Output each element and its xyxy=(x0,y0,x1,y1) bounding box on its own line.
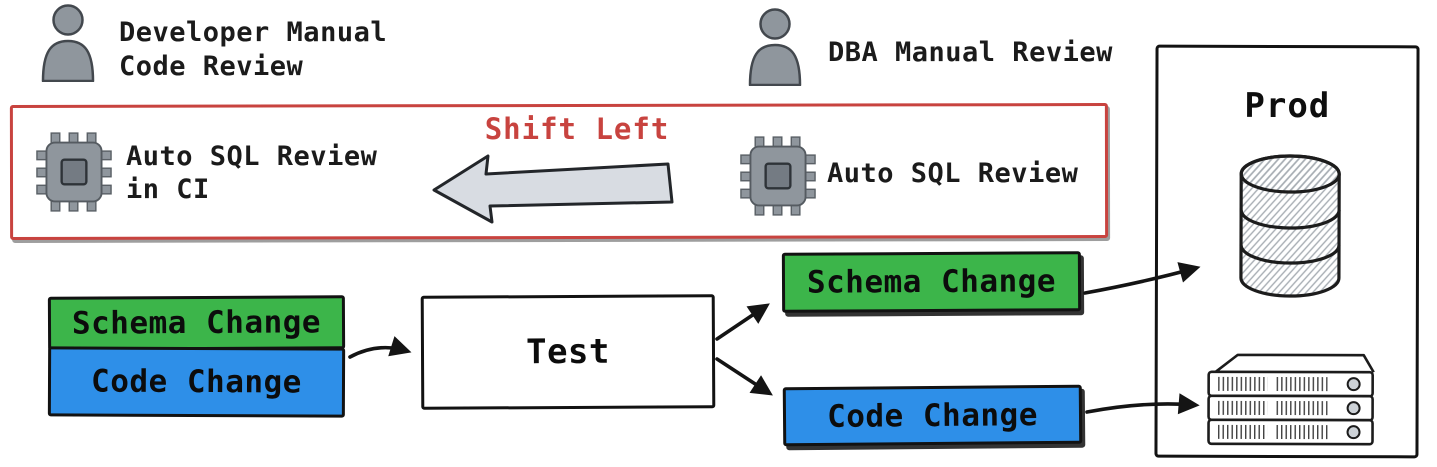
shift-left-label: Shift Left xyxy=(484,112,670,146)
server-icon xyxy=(1207,353,1375,446)
auto-sql-ci-label: Auto SQL Review in CI xyxy=(126,140,377,206)
database-icon xyxy=(1239,154,1341,298)
schema-change-box-right: Schema Change xyxy=(781,251,1082,313)
arrow-test-to-schema-change xyxy=(715,303,770,341)
developer-review-line1: Developer Manual xyxy=(119,17,388,48)
chip-icon xyxy=(36,132,112,212)
arrow-test-to-code-change xyxy=(715,357,773,396)
person-icon xyxy=(36,4,100,82)
dba-review-label: DBA Manual Review xyxy=(828,37,1113,68)
code-change-box-left: Code Change xyxy=(47,346,346,418)
person-icon xyxy=(743,8,807,86)
schema-change-box-left: Schema Change xyxy=(47,295,346,351)
prod-panel: Prod xyxy=(1154,44,1420,459)
test-box: Test xyxy=(420,294,716,410)
arrow-stack-to-test xyxy=(348,336,412,359)
developer-review-line2: Code Review xyxy=(119,51,304,82)
auto-sql-review-label: Auto SQL Review xyxy=(827,158,1079,189)
developer-review-label: Developer Manual Code Review xyxy=(119,16,387,84)
code-change-box-right: Code Change xyxy=(782,384,1083,447)
auto-sql-ci-line1: Auto SQL Review xyxy=(126,141,378,172)
prod-title: Prod xyxy=(1244,85,1331,127)
auto-sql-ci-line2: in CI xyxy=(126,174,210,205)
shift-left-arrow xyxy=(432,154,674,224)
chip-icon xyxy=(740,136,816,216)
